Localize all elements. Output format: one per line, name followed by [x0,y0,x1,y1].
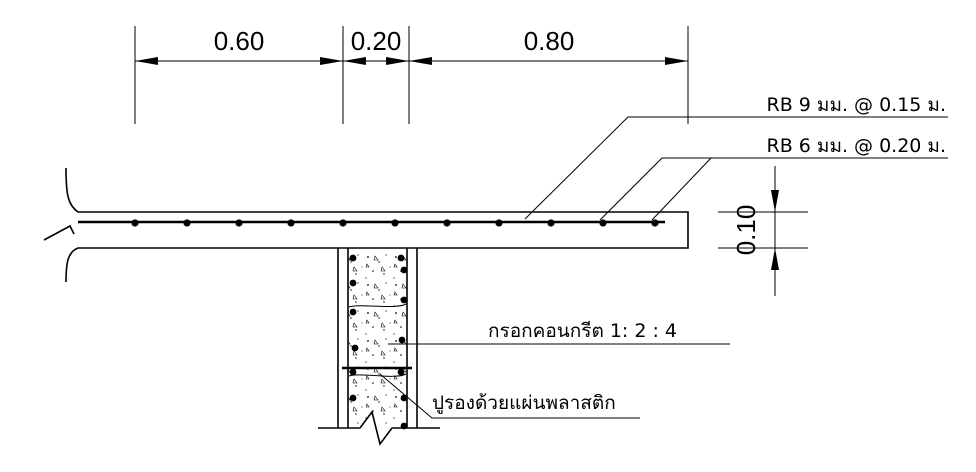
note-concrete-fill: กรอกคอนกรีต 1: 2 : 4 [488,320,677,342]
slab [43,167,689,283]
thickness-label: 0.10 [731,205,761,256]
dimension-label-wall: 0.20 [351,26,402,56]
dimension-label-right: 0.80 [524,26,575,56]
leader-main-bar [524,116,948,220]
leader-temp-bar [599,157,948,221]
note-temp-bar: RB 6 มม. @ 0.20 ม. [767,135,946,157]
thickness-dimension: 0.10 [718,166,808,296]
top-dimension: 0.60 0.20 0.80 [134,26,689,124]
note-main-bar: RB 9 มม. @ 0.15 ม. [767,94,946,116]
leader-plastic-sheet [379,373,640,419]
rebar-bar-dots [131,219,659,227]
wall-rebar-dots [349,254,408,430]
wall-section [318,248,440,446]
annotation-plastic-sheet: ปูรองด้วยแผ่นพลาสติก [379,373,640,419]
break-line [43,224,75,241]
note-plastic-sheet: ปูรองด้วยแผ่นพลาสติก [432,392,616,414]
slab-outline [65,167,689,283]
block-joint-1 [348,303,407,308]
dimension-label-left: 0.60 [214,26,265,56]
wall-break-line [318,410,440,446]
annotation-main-bar: RB 9 มม. @ 0.15 ม. [524,94,948,220]
annotation-temp-bar: RB 6 มม. @ 0.20 ม. [599,135,948,221]
leader-temp-bar-2 [651,157,712,221]
annotation-concrete-fill: กรอกคอนกรีต 1: 2 : 4 [388,320,730,345]
